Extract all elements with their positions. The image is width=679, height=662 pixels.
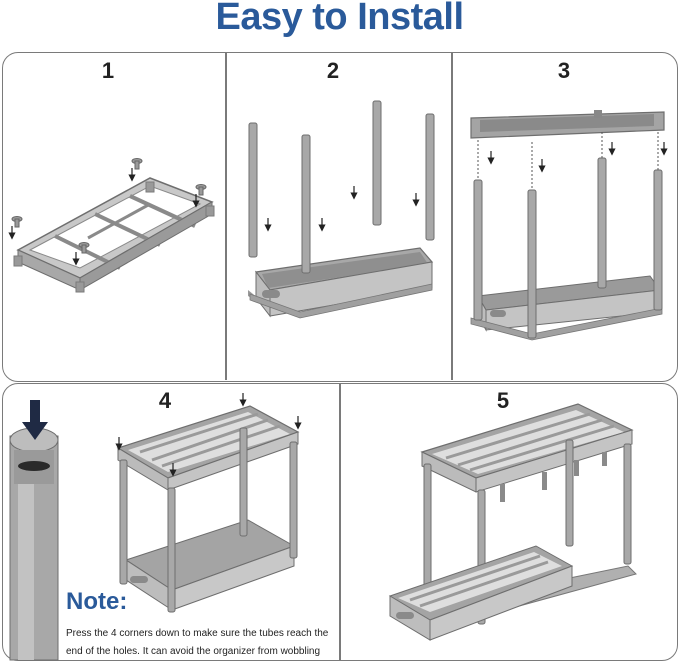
step-number-3: 3 <box>557 58 571 83</box>
step3-top-tray <box>470 110 665 139</box>
step4-organizer <box>116 405 300 613</box>
step2-arrows <box>264 186 420 232</box>
step2-poles <box>248 100 435 274</box>
step-number-5: 5 <box>496 388 510 413</box>
step3-basket <box>470 275 663 341</box>
tube-closeup-illustration <box>9 400 59 661</box>
note-line-1: Press the 4 corners down to make sure th… <box>66 628 329 639</box>
step3-poles <box>473 157 663 339</box>
step3-guide-lines <box>477 132 659 190</box>
step5-organizer <box>388 403 637 641</box>
note-text: Press the 4 corners down to make sure th… <box>66 625 366 661</box>
divider-2-3 <box>451 53 453 380</box>
note-line-2: end of the holes. It can avoid the organ… <box>66 646 321 657</box>
divider-4-5 <box>339 384 341 660</box>
divider-1-2 <box>225 53 227 380</box>
step1-base-frame <box>13 177 215 293</box>
press-down-arrow-icon <box>22 400 48 440</box>
step3-arrows <box>487 142 668 173</box>
step1-feet-caps <box>11 158 207 254</box>
step-number-2: 2 <box>326 58 340 83</box>
step2-basket <box>248 247 434 319</box>
step-number-4: 4 <box>158 388 172 413</box>
page-title: Easy to Install <box>215 0 464 38</box>
step1-arrows <box>8 168 200 266</box>
step-number-1: 1 <box>101 58 115 83</box>
note-heading: Note: <box>66 588 128 615</box>
step4-arrows <box>115 393 302 477</box>
